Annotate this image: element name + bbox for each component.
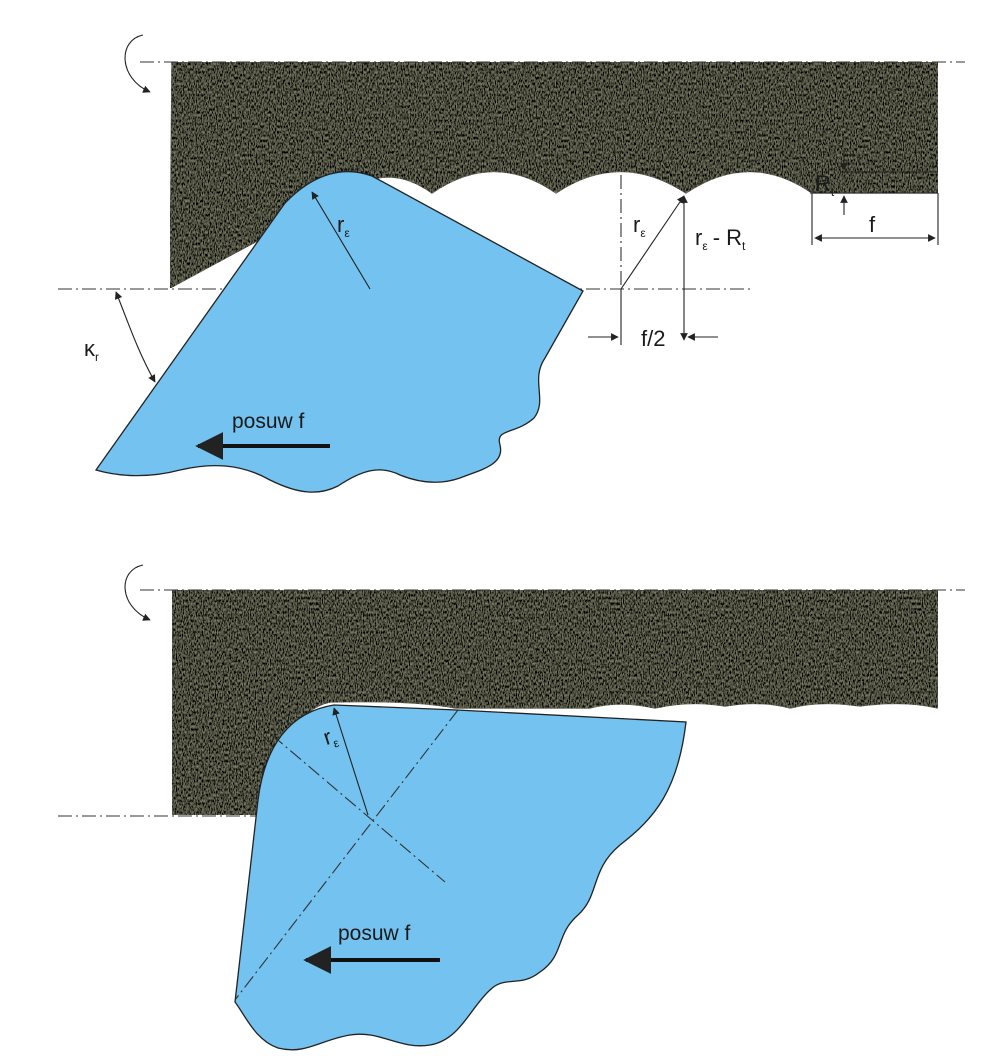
kappa-arc: [114, 291, 156, 383]
kappa-subscript: r: [95, 350, 99, 364]
bottom-diagram: rε posuw f: [58, 564, 965, 1051]
f-label: f: [869, 212, 876, 237]
r-eps-profile-subscript: ε: [640, 226, 646, 240]
profile-radius-line: [620, 195, 685, 290]
workpiece-top: [169, 61, 941, 290]
r-eps-profile-main: r: [633, 212, 640, 237]
rotation-arrow-icon-bottom: [124, 564, 151, 621]
r-eps-main: r: [337, 212, 344, 237]
kappa-main: κ: [84, 336, 96, 361]
cutting-tool-top: [94, 170, 584, 493]
f-half-label: f/2: [641, 326, 665, 351]
rotation-arrow-icon: [124, 34, 151, 93]
r-eps-bottom-subscript: ε: [331, 735, 341, 750]
r-eps-label-profile: rε: [633, 212, 646, 240]
r-eps-subscript: ε: [344, 226, 350, 240]
rt-label: Rt: [815, 171, 835, 199]
workpiece-bottom: [171, 589, 939, 816]
rt-subscript: t: [831, 185, 835, 199]
minus-rt-subscript: t: [742, 239, 746, 253]
top-diagram: rε rε rε- Rt f/2 Rt f κr: [58, 34, 965, 493]
nose-radius-line-top: [311, 191, 371, 290]
minus-rt-main: - R: [713, 225, 742, 250]
kappa-r-label: κr: [84, 336, 99, 364]
r-eps-label-top: rε: [337, 212, 350, 240]
feed-label-top: posuw f: [232, 410, 305, 433]
nose-radius-line-bottom: [332, 707, 369, 816]
cutting-tool-bottom: [234, 704, 687, 1051]
r-eps-minus-main: r: [695, 225, 702, 250]
feed-label-bottom: posuw f: [338, 922, 411, 945]
r-eps-minus-subscript: ε: [702, 239, 708, 253]
tool-diagonal-long: [234, 709, 459, 1001]
r-eps-minus-rt-label: rε - Rt: [695, 225, 746, 253]
tool-diagonal-short: [271, 734, 446, 883]
rt-main: R: [815, 171, 831, 196]
